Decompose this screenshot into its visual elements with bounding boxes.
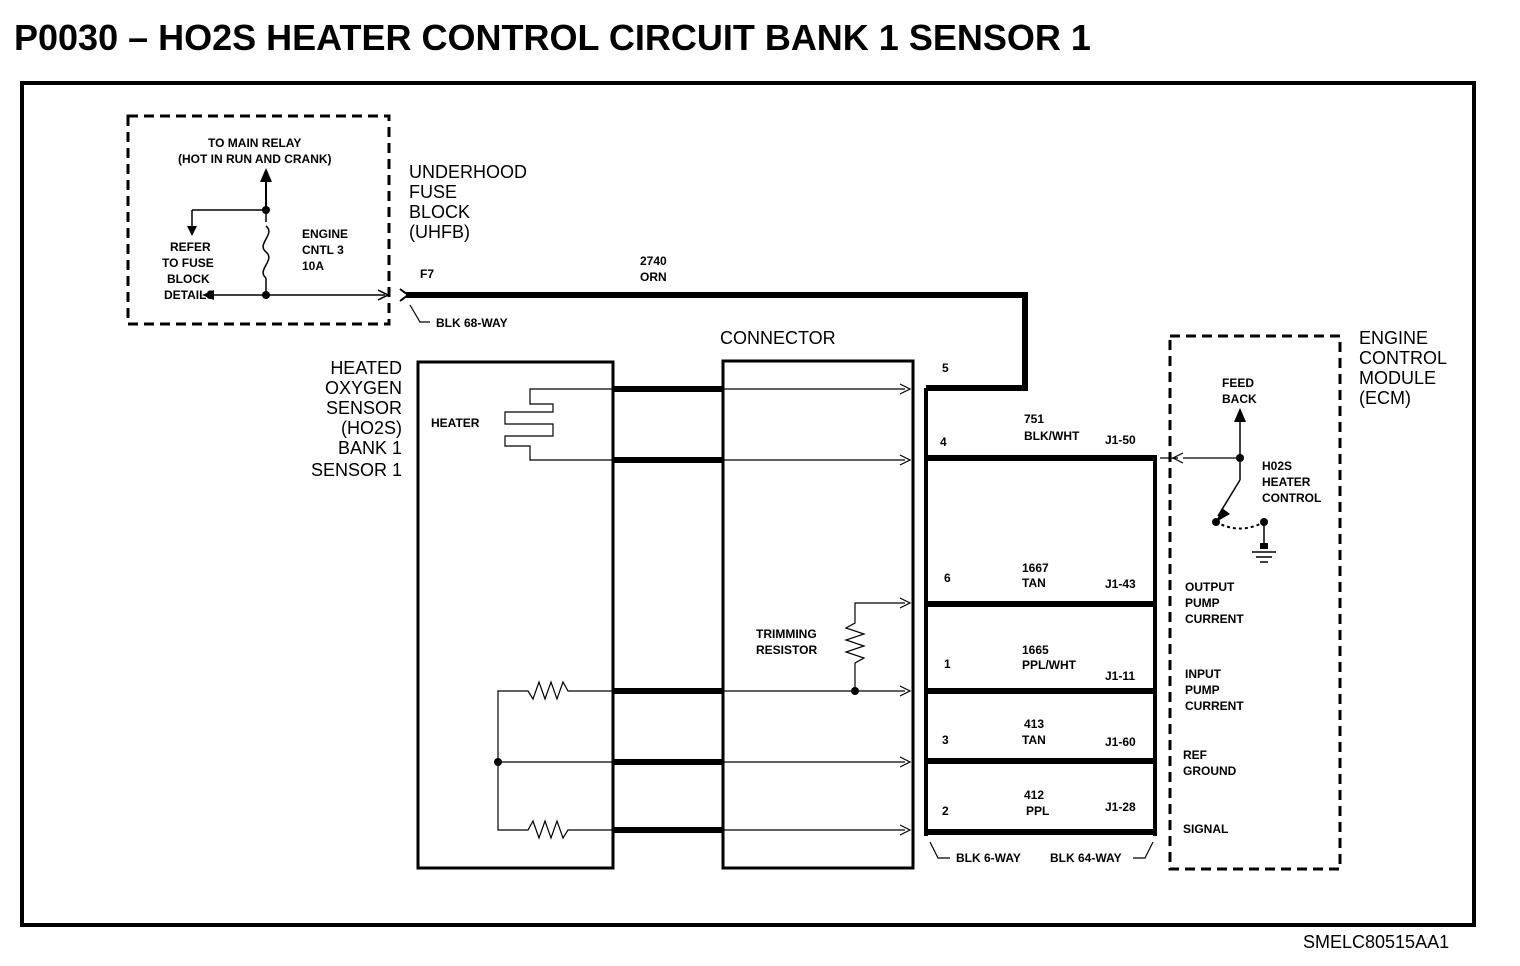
pin-6-number: 6 xyxy=(944,571,951,585)
ground-icon xyxy=(1252,543,1276,563)
pin-3-ecm: J1-60 xyxy=(1105,735,1136,749)
up-arrow-icon xyxy=(260,168,272,182)
blk68-label: BLK 68-WAY xyxy=(436,316,508,330)
pin-5-number: 5 xyxy=(942,361,949,375)
figure-code: SMELC80515AA1 xyxy=(1303,932,1449,952)
refer-label-2: TO FUSE xyxy=(162,256,214,270)
heater-control-label-3: CONTROL xyxy=(1262,491,1321,505)
fuse-label-2: CNTL 3 xyxy=(302,243,344,257)
wire-2740-circuit: 2740 xyxy=(640,254,667,268)
pin-1-ecm: J1-11 xyxy=(1105,669,1135,683)
heater-control-label-1: H02S xyxy=(1262,459,1292,473)
sensor-box xyxy=(416,360,615,870)
input-pump-label-1: INPUT xyxy=(1185,667,1222,681)
sensor-name-4: (HO2S) xyxy=(341,418,402,438)
diagram-frame xyxy=(20,81,1476,927)
wire-2740-color: ORN xyxy=(640,270,667,284)
ecm-name-2: CONTROL xyxy=(1359,348,1447,368)
pin-2-circuit: 412 xyxy=(1024,788,1044,802)
pin-2-number: 2 xyxy=(942,804,949,818)
ecm-box xyxy=(1168,334,1342,871)
connector-chevron-icon xyxy=(399,288,410,302)
pin-4-circuit: 751 xyxy=(1024,412,1044,426)
signal-label: SIGNAL xyxy=(1183,822,1228,836)
connector-label: CONNECTOR xyxy=(720,328,836,348)
trimming-label-1: TRIMMING xyxy=(756,627,817,641)
pin-1-color: PPL/WHT xyxy=(1022,658,1077,672)
blk64-leader xyxy=(1133,841,1154,859)
sensor-name-1: HEATED xyxy=(330,358,402,378)
down-arrow-icon xyxy=(187,226,197,236)
switch-arrow-icon xyxy=(1216,508,1230,522)
ecm-name-4: (ECM) xyxy=(1359,388,1411,408)
pin-4-ecm: J1-50 xyxy=(1105,433,1136,447)
input-pump-label-3: CURRENT xyxy=(1185,699,1244,713)
pin-3-circuit: 413 xyxy=(1024,717,1044,731)
connector-chevron-icon xyxy=(377,289,390,301)
sensor-resistor-icon xyxy=(497,680,613,840)
fuse-icon xyxy=(262,225,270,279)
sensor-name-3: SENSOR xyxy=(326,398,402,418)
sensor-wires xyxy=(613,383,912,836)
hot-in-run-label: (HOT IN RUN AND CRANK) xyxy=(178,152,332,166)
heater-element-icon xyxy=(504,388,613,461)
connector-chevron-icon xyxy=(1171,452,1184,464)
uhfb-label-4: (UHFB) xyxy=(409,222,470,242)
output-pump-label-3: CURRENT xyxy=(1185,612,1244,626)
up-arrow-icon xyxy=(1234,408,1246,422)
pin-3-number: 3 xyxy=(942,733,949,747)
ecm-name-1: ENGINE xyxy=(1359,328,1428,348)
feedback-label-2: BACK xyxy=(1222,392,1257,406)
pin-4-number: 4 xyxy=(940,435,947,449)
ref-ground-label-2: GROUND xyxy=(1183,764,1237,778)
wire-2740 xyxy=(406,292,1028,391)
heater-control-label-2: HEATER xyxy=(1262,475,1311,489)
uhfb-label-1: UNDERHOOD xyxy=(409,162,527,182)
fuse-block-box xyxy=(126,114,391,326)
blk6-leader xyxy=(929,841,950,859)
ref-ground-label-1: REF xyxy=(1183,748,1207,762)
output-pump-label-2: PUMP xyxy=(1185,596,1220,610)
uhfb-label-2: FUSE xyxy=(409,182,457,202)
feedback-label-1: FEED xyxy=(1222,376,1254,390)
input-pump-label-2: PUMP xyxy=(1185,683,1220,697)
pin-6-circuit: 1667 xyxy=(1022,561,1049,575)
blk6-label: BLK 6-WAY xyxy=(956,851,1021,865)
fuse-label-1: ENGINE xyxy=(302,227,348,241)
pin-6-ecm: J1-43 xyxy=(1105,577,1136,591)
sensor-name-2: OXYGEN xyxy=(325,378,402,398)
page-title: P0030 – HO2S HEATER CONTROL CIRCUIT BANK… xyxy=(14,17,1091,58)
pin-2-color: PPL xyxy=(1026,804,1049,818)
pin-4-color: BLK/WHT xyxy=(1024,429,1080,443)
pin-6-color: TAN xyxy=(1022,576,1046,590)
trimming-resistor-icon xyxy=(844,602,905,691)
refer-label-3: BLOCK xyxy=(167,272,210,286)
trimming-label-2: RESISTOR xyxy=(756,643,817,657)
main-relay-label: TO MAIN RELAY xyxy=(208,136,301,150)
harness xyxy=(924,388,1178,836)
blk64-label: BLK 64-WAY xyxy=(1050,851,1122,865)
sensor-name-5: BANK 1 xyxy=(338,438,402,458)
uhfb-label-3: BLOCK xyxy=(409,202,470,222)
refer-label-1: REFER xyxy=(170,240,211,254)
fuse-label-3: 10A xyxy=(302,259,324,273)
ecm-name-3: MODULE xyxy=(1359,368,1436,388)
blk68-leader xyxy=(409,304,430,323)
pin-2-ecm: J1-28 xyxy=(1105,800,1136,814)
connector-box xyxy=(721,359,915,870)
pin-1-circuit: 1665 xyxy=(1022,643,1049,657)
switch-dotted-icon xyxy=(1215,521,1265,530)
heater-label: HEATER xyxy=(431,416,480,430)
refer-label-4: DETAILS xyxy=(164,288,214,302)
output-pump-label-1: OUTPUT xyxy=(1185,580,1235,594)
terminal-f7: F7 xyxy=(420,267,434,281)
left-arrow-icon xyxy=(202,290,214,300)
pin-3-color: TAN xyxy=(1022,733,1046,747)
pin-1-number: 1 xyxy=(944,657,951,671)
sensor-name-6: SENSOR 1 xyxy=(311,460,402,480)
